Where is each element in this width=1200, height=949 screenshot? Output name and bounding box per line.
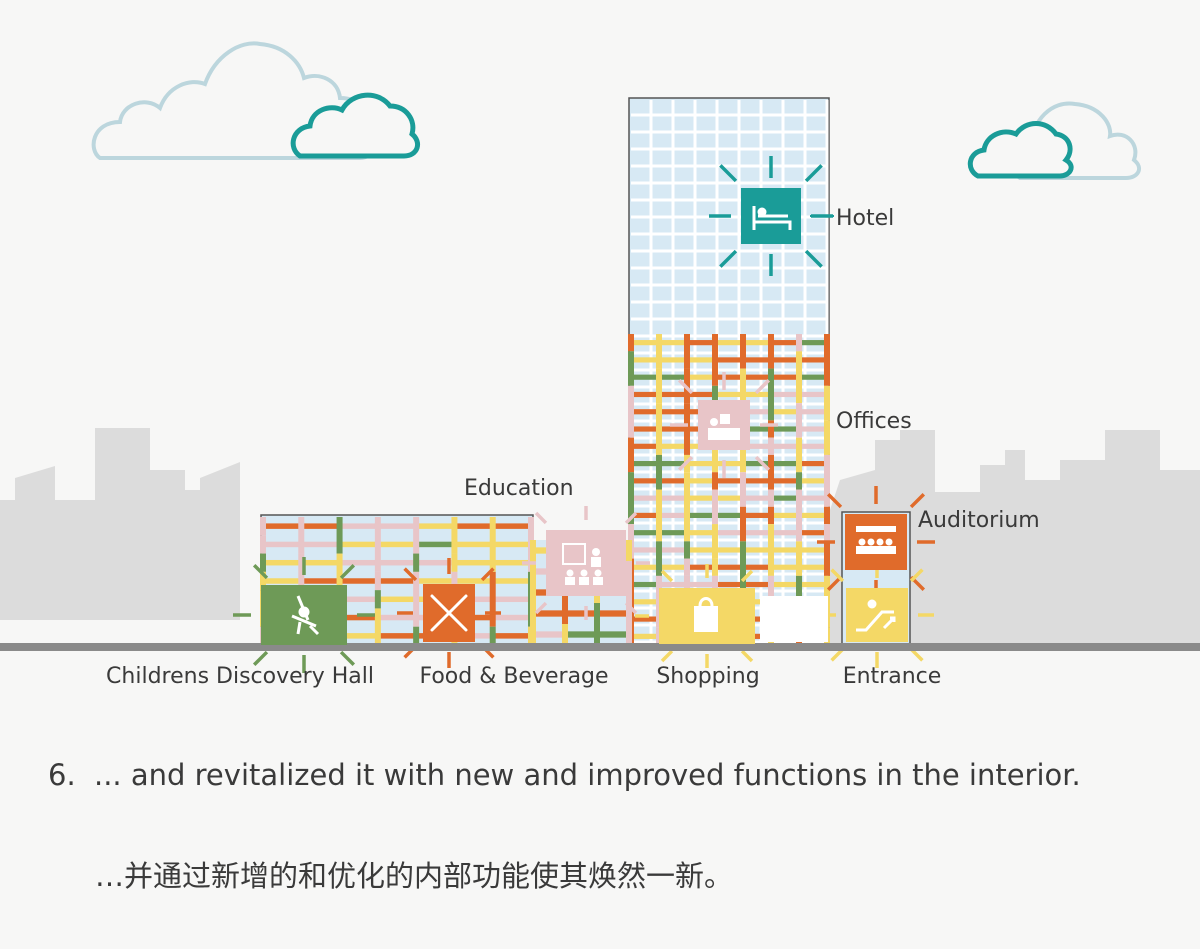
auditorium-box (845, 514, 907, 570)
escalator-icon (856, 599, 896, 632)
bed-icon (752, 206, 792, 230)
label-offices: Offices (836, 409, 912, 434)
fork-knife-icon (430, 594, 468, 632)
childrens-box (261, 585, 347, 645)
city-skyline (0, 428, 1200, 645)
label-hotel: Hotel (836, 206, 895, 231)
caption-english-text: ... and revitalized it with new and impr… (94, 758, 1081, 792)
label-shopping: Shopping (656, 664, 760, 689)
caption-number: 6. (48, 758, 76, 792)
shopping-bag-icon (694, 597, 718, 632)
offices-box (698, 400, 750, 450)
building-diagram (0, 41, 1200, 673)
desk-icon (708, 414, 740, 440)
caption-chinese: …并通过新增的和优化的内部功能使其焕然一新。 (95, 859, 734, 893)
cloud-right-teal (967, 121, 1074, 179)
label-education: Education (464, 476, 574, 501)
classroom-icon (562, 543, 603, 585)
label-childrens-discovery-hall: Childrens Discovery Hall (106, 664, 374, 689)
label-entrance: Entrance (842, 664, 942, 689)
ground-line (0, 643, 1200, 651)
audience-icon (856, 526, 896, 554)
education-box (546, 530, 626, 596)
tower-window-grid (631, 100, 829, 645)
swing-icon (291, 595, 320, 636)
hotel-box (741, 188, 801, 244)
food-box (423, 584, 475, 642)
shopping-storefront (760, 596, 828, 642)
label-food-beverage: Food & Beverage (419, 664, 609, 689)
label-auditorium: Auditorium (918, 508, 1040, 533)
shopping-box (659, 588, 755, 644)
caption-english: 6. ... and revitalized it with new and im… (48, 758, 1081, 792)
entrance-box (846, 588, 908, 642)
cloud-small-teal (290, 92, 421, 159)
